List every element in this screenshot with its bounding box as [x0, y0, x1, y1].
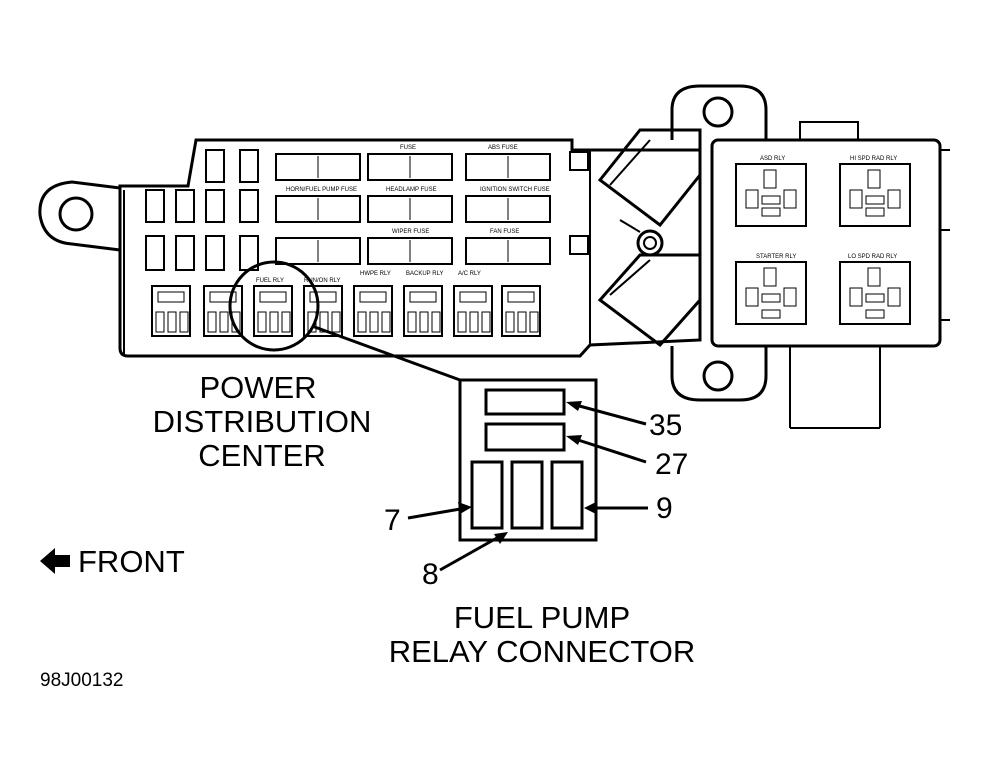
title-line-3: CENTER — [198, 438, 325, 473]
front-label: FRONT — [78, 544, 185, 579]
pin-label-7: 7 — [384, 504, 401, 537]
pin-label-9: 9 — [656, 492, 673, 525]
relay-2 — [203, 285, 243, 337]
relay-label: LO SPD RAD RLY — [848, 254, 897, 260]
relay-box: ASD RLY HI SPD RAD RLY STARTER RLY LO SP… — [670, 84, 950, 429]
terminal-8 — [510, 460, 544, 530]
title-line-1: POWER — [199, 370, 316, 405]
front-indicator: FRONT — [40, 544, 185, 579]
big-relay-2 — [839, 163, 911, 227]
fuse-label: FUSE — [400, 145, 416, 151]
pin-label-8: 8 — [422, 558, 439, 591]
relay-1 — [151, 285, 191, 337]
front-arrow-icon — [40, 548, 70, 574]
relay-label: STARTER RLY — [756, 254, 796, 260]
relay-label: RUN/ON RLY — [304, 278, 341, 284]
relay-label: BACKUP RLY — [406, 271, 443, 277]
fuse-label: ABS FUSE — [488, 145, 518, 151]
relay-row: FUEL RLY RUN/ON RLY HWPE RLY BACKUP RLY … — [151, 271, 541, 337]
caption-line-1: FUEL PUMP — [454, 600, 630, 635]
fuse-label: HORN/FUEL PUMP FUSE — [286, 187, 357, 193]
pin-leaders — [407, 401, 648, 572]
relay-6 — [403, 285, 443, 337]
maxi-fuse-col-1: HORN/FUEL PUMP FUSE — [275, 153, 361, 265]
center-bracket — [597, 128, 702, 348]
pin-label-35: 35 — [649, 409, 682, 442]
maxi-fuse-col-3: ABS FUSE IGNITION SWITCH FUSE FAN FUSE — [465, 145, 551, 265]
caption-line-2: RELAY CONNECTOR — [389, 634, 696, 669]
fuse-box: HORN/FUEL PUMP FUSE FUSE HEADLAMP FUSE W… — [38, 138, 702, 358]
fuse-label: FAN FUSE — [490, 229, 519, 235]
relay-label: A/C RLY — [458, 271, 481, 277]
relay-connector-detail — [458, 378, 598, 542]
relay-label: HWPE RLY — [360, 271, 391, 277]
terminal-35 — [484, 388, 566, 416]
fuse-label: WIPER FUSE — [392, 229, 429, 235]
relay-5 — [353, 285, 393, 337]
relay-label: HI SPD RAD RLY — [850, 156, 897, 162]
terminal-9 — [550, 460, 584, 530]
terminal-27 — [484, 422, 566, 452]
fuse-label: HEADLAMP FUSE — [386, 187, 437, 193]
big-relay-4 — [839, 261, 911, 325]
pin-label-27: 27 — [655, 448, 688, 481]
relay-8 — [501, 285, 541, 337]
terminal-7 — [470, 460, 504, 530]
fuse-label: IGNITION SWITCH FUSE — [480, 187, 550, 193]
relay-7 — [453, 285, 493, 337]
maxi-fuse-col-2: FUSE HEADLAMP FUSE WIPER FUSE — [367, 145, 453, 265]
relay-fuel-pump — [253, 285, 293, 337]
relay-label: FUEL RLY — [256, 278, 284, 284]
big-relay-1 — [735, 163, 807, 227]
fuel-pump-relay-highlight — [228, 260, 320, 352]
mini-fuse-column — [145, 149, 259, 271]
title-line-2: DISTRIBUTION — [153, 404, 372, 439]
relay-4 — [303, 285, 343, 337]
big-relay-3 — [735, 261, 807, 325]
callout-line — [311, 324, 461, 382]
figure-code: 98J00132 — [40, 670, 123, 691]
relay-label: ASD RLY — [760, 156, 785, 162]
